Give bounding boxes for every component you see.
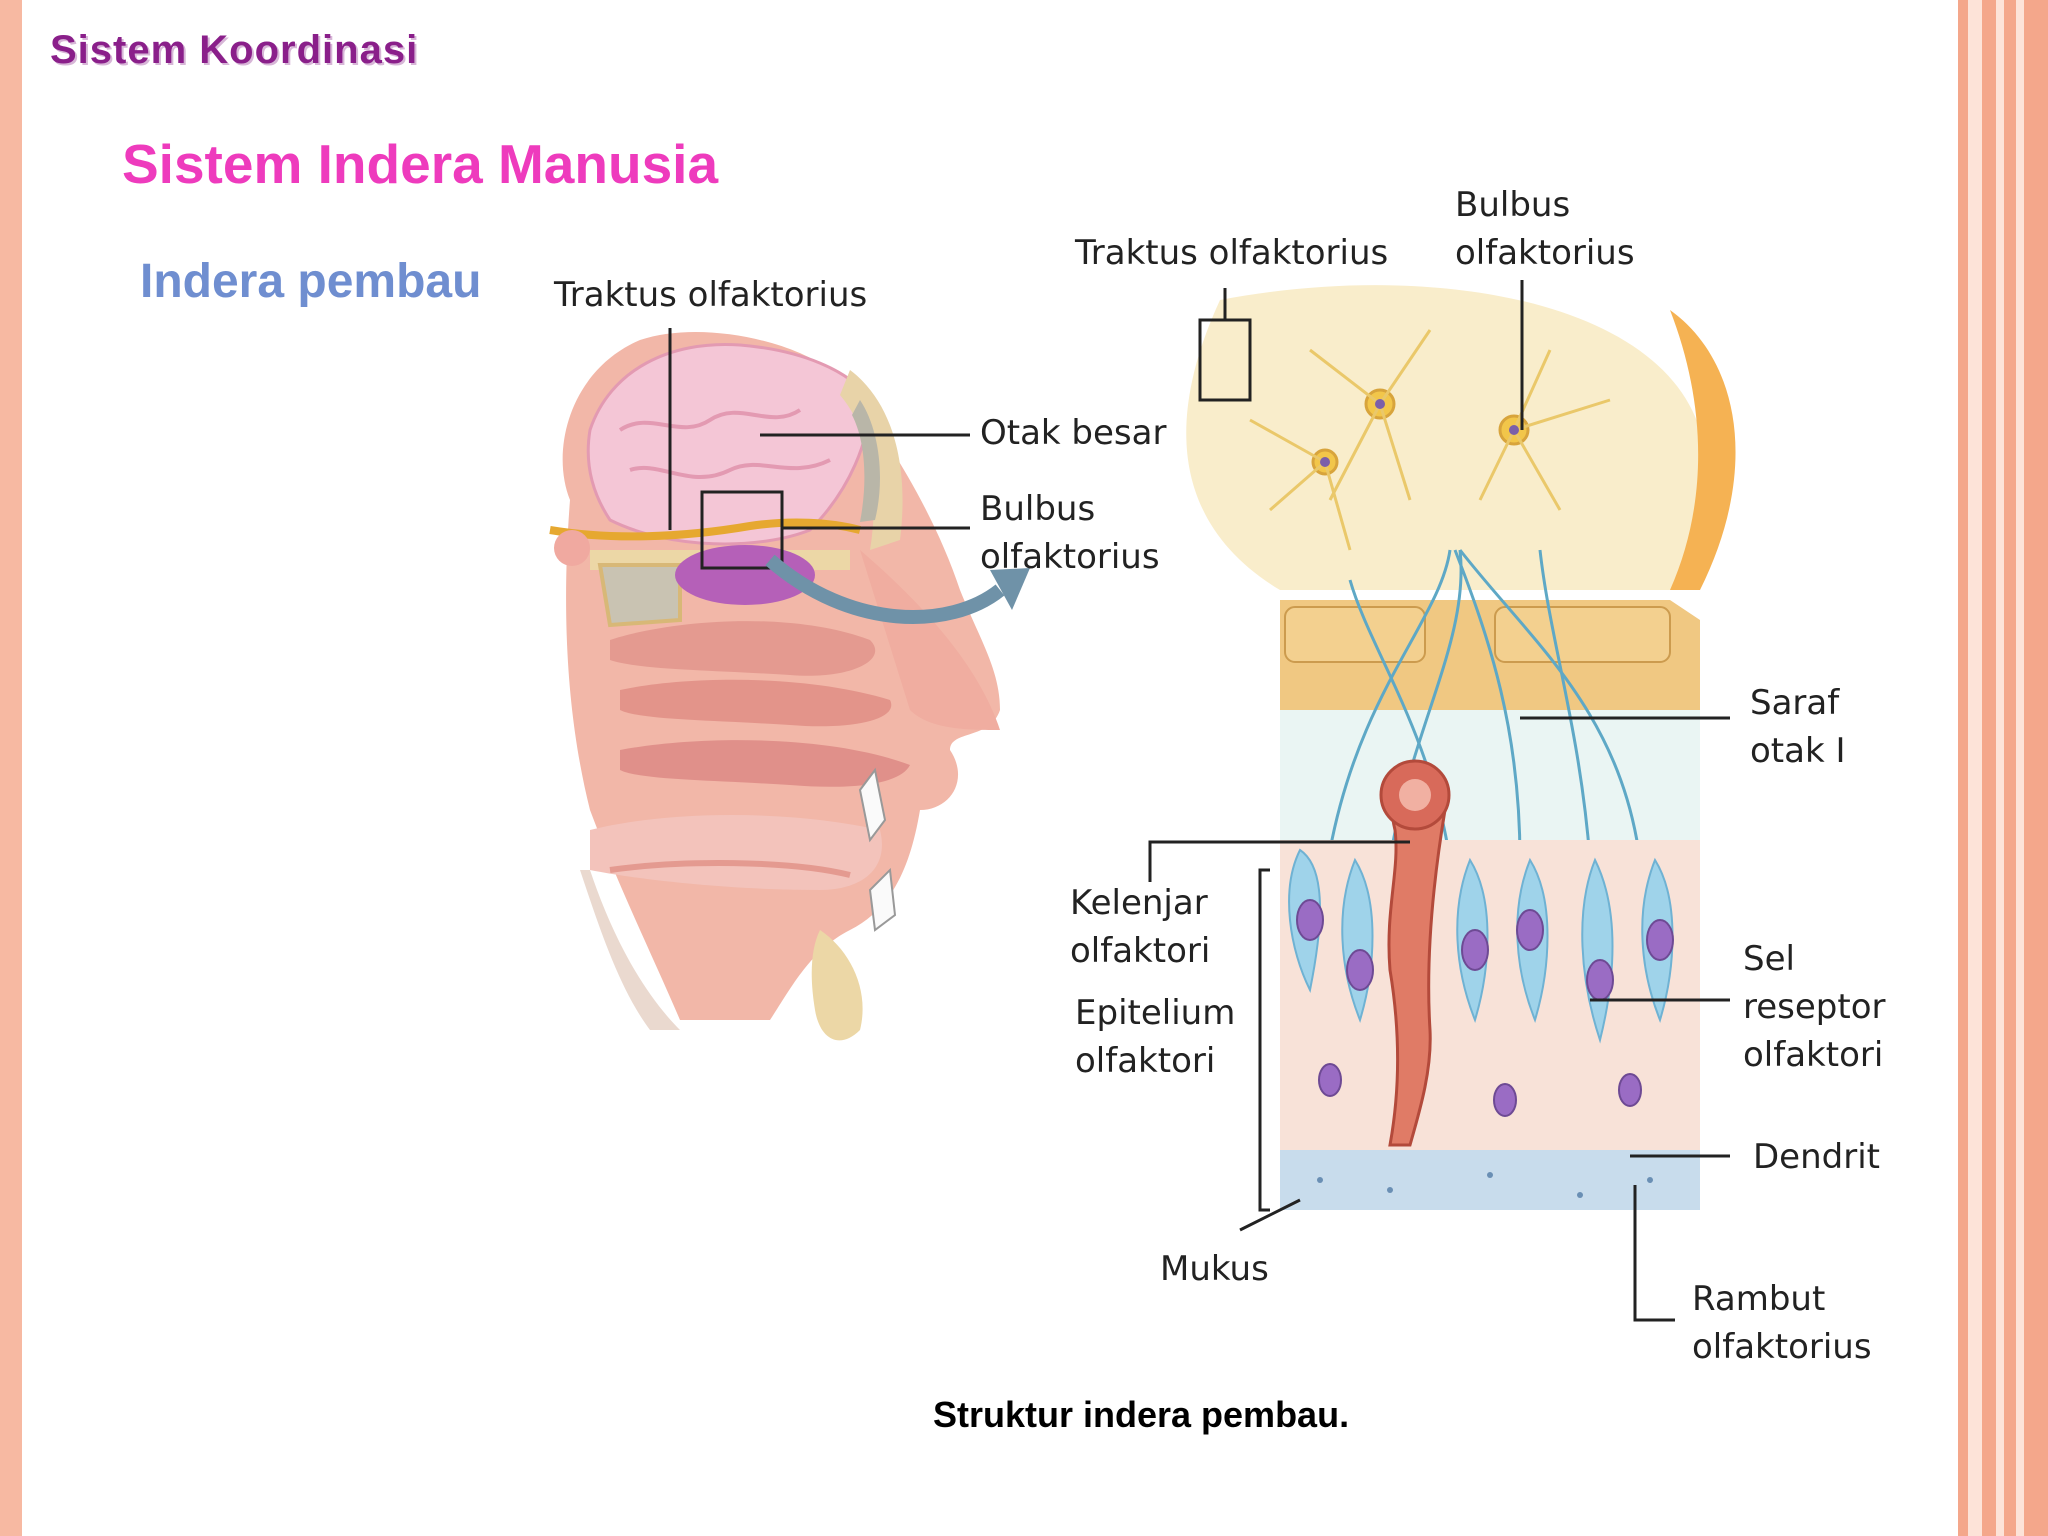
slide-subtitle: Indera pembau [140, 255, 482, 308]
diagram-labels: Traktus olfaktorius Otak besar Bulbus ol… [553, 185, 1885, 1367]
label-mukus: Mukus [1160, 1249, 1269, 1289]
label-epitelium-2: olfaktori [1075, 1041, 1215, 1081]
slide-title: Sistem Indera Manusia [122, 133, 719, 195]
label-bulbus-left-1: Bulbus [980, 489, 1095, 529]
label-traktus-olfaktorius-left: Traktus olfaktorius [553, 275, 867, 315]
slide-frame-stripe [1996, 0, 2004, 1536]
label-saraf-2: otak I [1750, 731, 1846, 771]
slide-frame-left [0, 0, 22, 1536]
slide-frame-stripe [2004, 0, 2048, 1536]
olfactory-diagram: Traktus olfaktorius Otak besar Bulbus ol… [549, 185, 1885, 1367]
section-title: Sistem Koordinasi [50, 28, 419, 72]
label-bulbus-left-2: olfaktorius [980, 537, 1160, 577]
slide-frame-stripe [1968, 0, 1982, 1536]
head-cross-section [549, 331, 1030, 1041]
label-kelenjar-1: Kelenjar [1070, 883, 1208, 923]
label-bulbus-right-1: Bulbus [1455, 185, 1570, 225]
label-rambut-1: Rambut [1692, 1279, 1825, 1319]
label-traktus-olfaktorius-right: Traktus olfaktorius [1074, 233, 1388, 273]
slide-frame-stripe [1982, 0, 1996, 1536]
label-kelenjar-2: olfaktori [1070, 931, 1210, 971]
label-bulbus-right-2: olfaktorius [1455, 233, 1635, 273]
label-rambut-2: olfaktorius [1692, 1327, 1872, 1367]
label-saraf-1: Saraf [1750, 683, 1840, 723]
label-otak-besar: Otak besar [980, 413, 1166, 453]
label-sel-3: olfaktori [1743, 1035, 1883, 1075]
slide-frame-stripe [2016, 0, 2024, 1536]
label-sel-2: reseptor [1743, 987, 1885, 1027]
label-sel-1: Sel [1743, 939, 1795, 979]
olfactory-epithelium-detail [1186, 285, 1736, 1212]
figure-caption: Struktur indera pembau. [933, 1394, 1350, 1435]
label-epitelium-1: Epitelium [1075, 993, 1235, 1033]
label-dendrit: Dendrit [1753, 1137, 1880, 1177]
slide-frame-right [1958, 0, 1968, 1536]
